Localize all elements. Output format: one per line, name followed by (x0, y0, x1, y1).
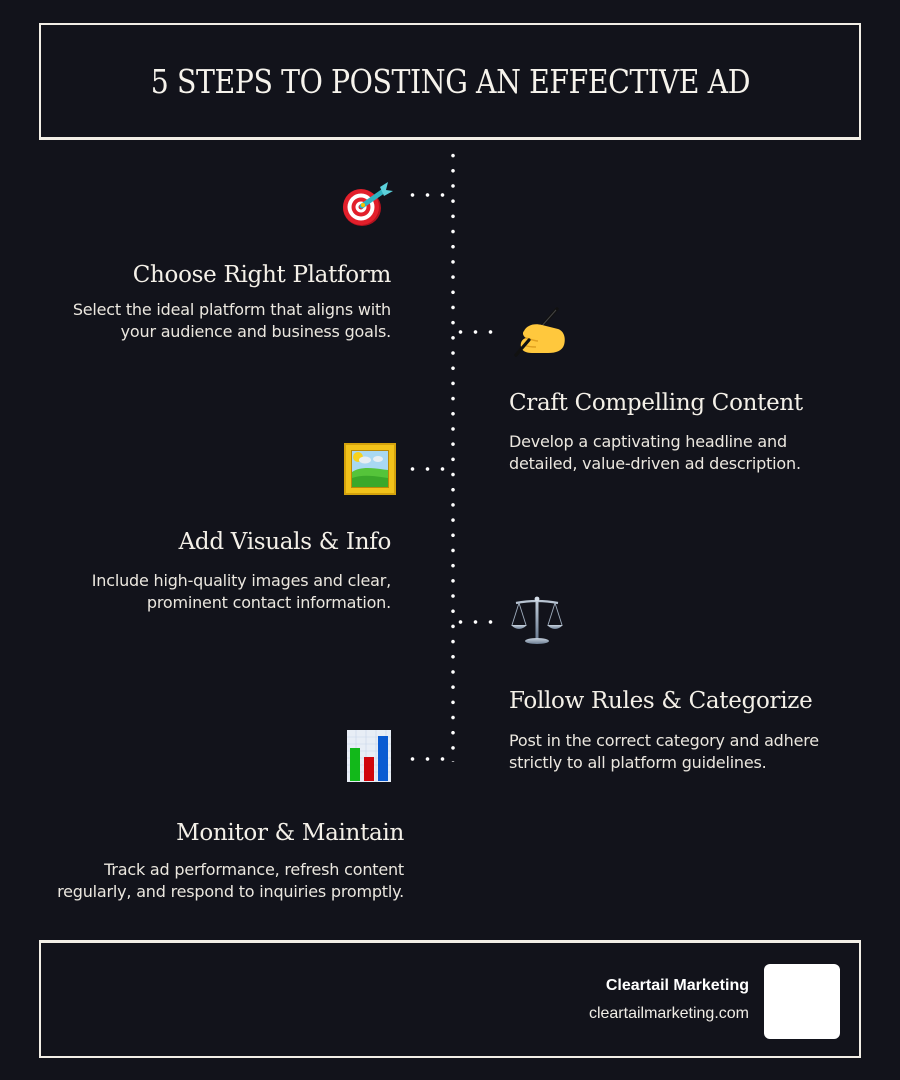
bar-chart-icon (346, 729, 394, 783)
step-4-description: Post in the correct category and adhere … (509, 731, 819, 772)
page-title: 5 STEPS TO POSTING AN EFFECTIVE AD (150, 61, 750, 101)
balance-scale-icon (510, 593, 564, 647)
timeline-connector-2 (453, 330, 501, 334)
step-3-title: Add Visuals & Info (178, 529, 392, 555)
writing-hand-icon (512, 305, 566, 359)
brand-url[interactable]: cleartailmarketing.com (588, 1005, 749, 1022)
timeline-connector-1 (405, 193, 453, 197)
step-4-title: Follow Rules & Categorize (509, 688, 813, 714)
brand-name: Cleartail Marketing (605, 977, 749, 994)
step-5-title: Monitor & Maintain (176, 820, 404, 846)
timeline-line (451, 148, 455, 762)
step-2-description: Develop a captivating headline and detai… (509, 432, 801, 473)
step-5-description: Track ad performance, refresh content re… (57, 860, 404, 901)
framed-picture-icon (343, 442, 397, 496)
step-1-description: Select the ideal platform that aligns wi… (72, 300, 391, 341)
timeline-connector-5 (405, 757, 453, 761)
timeline-connector-4 (453, 620, 501, 624)
footer-banner: Cleartail Marketing cleartailmarketing.c… (39, 940, 861, 1058)
step-2-title: Craft Compelling Content (509, 390, 803, 416)
direct-hit-target-icon (340, 178, 394, 232)
step-1-title: Choose Right Platform (132, 262, 392, 288)
title-banner: 5 STEPS TO POSTING AN EFFECTIVE AD (39, 23, 861, 140)
step-3-description: Include high-quality images and clear, p… (91, 571, 391, 612)
brand-logo-placeholder (764, 964, 840, 1039)
timeline-connector-3 (405, 467, 453, 471)
